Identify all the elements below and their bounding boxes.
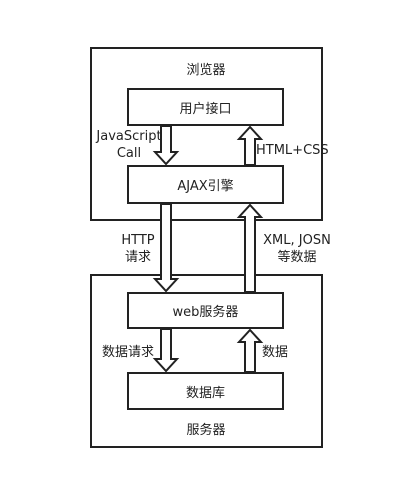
arrow-data-request-down (152, 328, 180, 373)
xml-json-label-line2: 等数据 (277, 250, 317, 265)
http-request-label-line2: 请求 (124, 250, 151, 265)
server-container (90, 274, 323, 448)
database-label: 数据库 (185, 385, 225, 401)
arrow-xml-json-up (236, 203, 264, 293)
xml-json-label: XML, JOSN 等数据 (256, 232, 338, 266)
user-interface-label: 用户接口 (179, 101, 232, 117)
arrow-data-up (236, 328, 264, 373)
database-node: 数据库 (127, 372, 284, 410)
arrow-js-call-down (152, 125, 180, 166)
data-request-label: 数据请求 (102, 345, 155, 360)
html-css-label: HTML+CSS (256, 143, 329, 158)
xml-json-label-line1: XML, JOSN (263, 233, 331, 248)
js-call-label-line2: Call (116, 146, 142, 161)
http-request-label-line1: HTTP (121, 233, 155, 248)
arrow-http-request-down (152, 203, 180, 293)
server-title: 服务器 (186, 423, 226, 438)
js-call-label: JavaScript Call (88, 128, 170, 162)
browser-container (90, 47, 323, 221)
http-request-label: HTTP 请求 (113, 232, 163, 266)
arrow-html-css-up (236, 125, 264, 166)
user-interface-node: 用户接口 (127, 88, 284, 126)
data-label: 数据 (262, 345, 289, 360)
ajax-engine-node: AJAX引擎 (127, 165, 284, 204)
web-server-label: web服务器 (172, 305, 239, 320)
browser-title: 浏览器 (186, 63, 226, 78)
web-server-node: web服务器 (127, 292, 284, 329)
ajax-engine-label: AJAX引擎 (177, 179, 234, 194)
js-call-label-line1: JavaScript (96, 129, 162, 144)
